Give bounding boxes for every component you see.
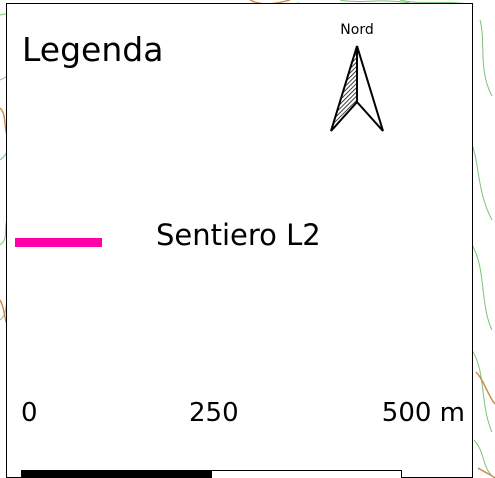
scale-bar [21,470,402,478]
scale-tick-0: 0 [21,398,38,428]
legend-title: Legenda [22,30,164,69]
legend-panel: Legenda Nord Sentiero L2 0 250 500 m [6,3,473,478]
legend-swatch-sentiero-l2 [15,238,102,247]
north-label: Nord [340,22,374,38]
scale-tick-500: 500 m [381,398,465,428]
scale-tick-250: 250 [189,398,239,428]
scale-segment-light [211,471,401,478]
north-arrow-icon [330,45,384,132]
scale-segment-dark [22,471,212,478]
legend-label-sentiero-l2: Sentiero L2 [156,218,321,252]
